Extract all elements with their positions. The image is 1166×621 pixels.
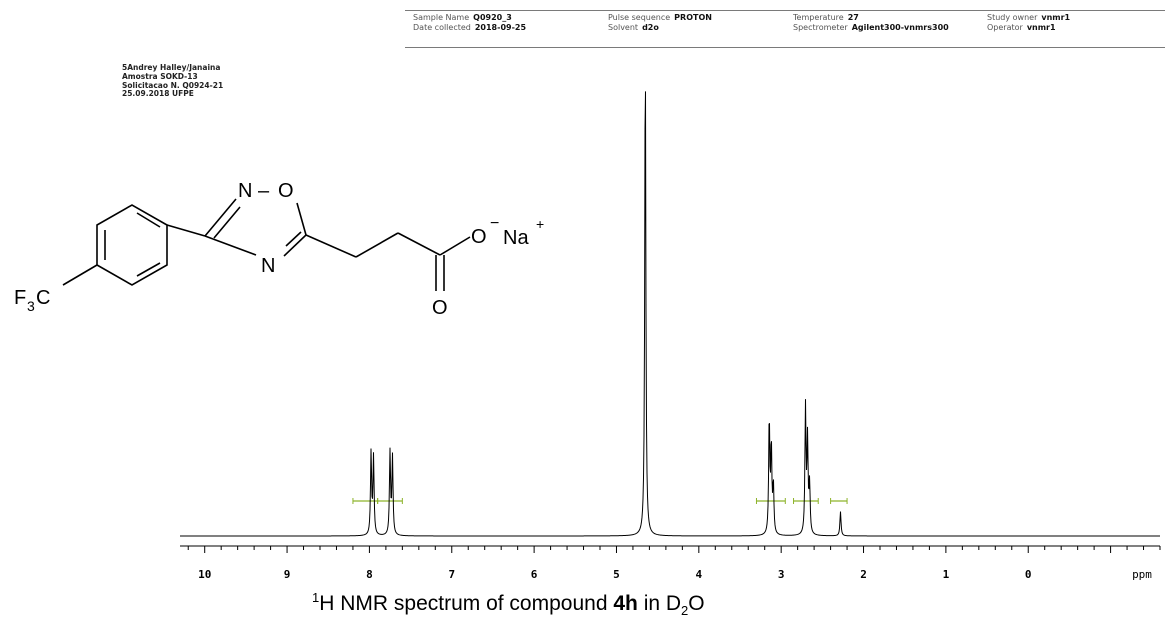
tick-label: 4 [696, 568, 703, 581]
atom-label: – [258, 180, 270, 202]
spectrum-trace-group [180, 91, 1160, 537]
aryl-oxadiazole-bond [166, 224, 206, 237]
chemical-structure [62, 198, 471, 291]
atom-label: Na [503, 227, 529, 249]
solvent-label: Solvent [608, 23, 639, 32]
carboxylate-bond [439, 236, 471, 256]
ring-n4-c5-bond [283, 234, 307, 257]
sample-name-label: Sample Name [413, 13, 470, 22]
ring-n4-c5-double [285, 231, 302, 247]
sample-note-line: Solicitacao N. Q0924-21 [122, 80, 224, 90]
atom-label: N [261, 255, 275, 277]
atom-label: N [238, 180, 252, 202]
atom-label: O [278, 180, 294, 202]
caption-text: O [688, 592, 705, 615]
atom-label: O [432, 297, 448, 319]
temperature-value: 27 [847, 13, 859, 22]
atom-label: + [536, 216, 544, 232]
figure-caption: 1H NMR spectrum of compound 4h in D2O [312, 590, 705, 618]
atom-label: O [471, 226, 487, 248]
sample-note-line: 5Andrey Halley/Janaina [122, 63, 221, 72]
sample-notes: 5Andrey Halley/Janaina Amostra SOKD-13 S… [122, 63, 224, 99]
caption-compound: 4h [613, 592, 638, 615]
spectrum-line [180, 91, 1160, 537]
temperature-label: Temperature [793, 13, 844, 22]
caption-subscript: 2 [681, 603, 689, 619]
atom-label: 3 [27, 298, 35, 314]
atom-label: − [490, 215, 499, 232]
chain-bond [397, 232, 441, 256]
tick-label: 6 [531, 568, 538, 581]
spectrometer-label: Spectrometer [793, 23, 848, 32]
integral-marks [352, 498, 848, 504]
cf3-bond [62, 264, 98, 286]
pulse-sequence-label: Pulse sequence [608, 13, 671, 22]
date-collected-label: Date collected [413, 23, 471, 32]
date-collected-value: 2018-09-25 [474, 23, 527, 32]
axis-unit-label: ppm [1132, 568, 1152, 581]
ring-c3-n4-bond [204, 235, 257, 256]
solvent-value: d2o [642, 23, 659, 32]
tick-label: 7 [448, 568, 455, 581]
tick-label: 2 [860, 568, 867, 581]
tick-label: 8 [366, 568, 373, 581]
benzene-ring-bond [96, 204, 168, 286]
sample-name-value: Q0920_3 [473, 13, 512, 22]
tick-label: 3 [778, 568, 785, 581]
operator-label: Operator [987, 23, 1023, 32]
operator-value: vnmr1 [1026, 23, 1056, 32]
tick-label: 1 [943, 568, 950, 581]
study-owner-value: vnmr1 [1041, 13, 1071, 22]
chain-bond [355, 232, 399, 258]
study-owner-label: Study owner [987, 13, 1038, 22]
caption-text: in D [637, 592, 682, 615]
pulse-sequence-value: PROTON [674, 13, 712, 22]
ring-c3-n2-bond [204, 198, 237, 237]
spectrometer-value: Agilent300-vnmrs300 [851, 23, 949, 32]
ring-c5-o1-bond [296, 202, 307, 236]
sample-note-line: Amostra SOKD-13 [122, 71, 198, 81]
chain-bond [305, 234, 357, 258]
structure-labels: N – O N F 3 C O O − Na + [14, 180, 544, 319]
benzene-inner-bond [136, 212, 161, 228]
benzene-inner-bond [136, 262, 161, 277]
tick-label: 9 [284, 568, 291, 581]
tick-label: 0 [1025, 568, 1032, 581]
sample-note-line: 25.09.2018 UFPE [122, 89, 194, 99]
atom-label: F [14, 287, 26, 309]
tick-label: 5 [613, 568, 620, 581]
tick-label: 10 [198, 568, 211, 581]
atom-label: C [36, 287, 50, 309]
ring-c3-n2-double [213, 206, 241, 239]
caption-superscript: 1 [312, 590, 320, 605]
caption-text: H NMR spectrum of compound [319, 592, 614, 615]
